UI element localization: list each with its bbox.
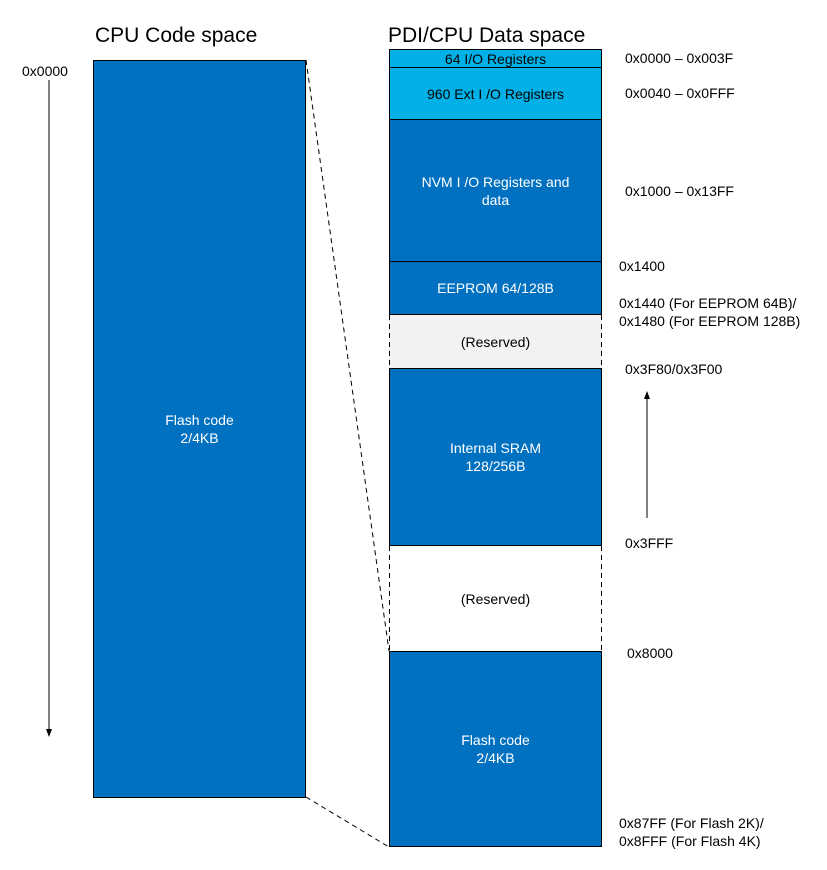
- eeprom-block: EEPROM 64/128B: [389, 261, 602, 315]
- sram-label-line1: Internal SRAM: [449, 440, 542, 456]
- data-space-title: PDI/CPU Data space: [388, 24, 586, 47]
- internal-sram-block: Internal SRAM 128/256B: [389, 368, 602, 546]
- data-flash-size: 2/4KB: [476, 750, 515, 766]
- eeprom-label: EEPROM 64/128B: [437, 280, 554, 296]
- address-nvm-registers: 0x1000 – 0x13FF: [625, 183, 734, 199]
- data-flash-block: Flash code 2/4KB: [389, 651, 602, 847]
- address-eeprom-end: 0x1440 (For EEPROM 64B)/ 0x1480 (For EEP…: [619, 294, 800, 330]
- code-start-address: 0x0000: [22, 63, 68, 79]
- io-registers-block: 64 I/O Registers: [389, 49, 602, 68]
- address-eeprom-end-line2: 0x1480 (For EEPROM 128B): [619, 313, 801, 329]
- reserved-label-2: (Reserved): [460, 591, 531, 607]
- ext-io-registers-label: 960 Ext I /O Registers: [427, 85, 564, 102]
- reserved-block-1: (Reserved): [389, 315, 602, 368]
- address-io-registers: 0x0000 – 0x003F: [625, 50, 734, 66]
- nvm-io-registers-block: NVM I /O Registers and data: [389, 119, 602, 262]
- sram-label-line2: 128/256B: [465, 458, 526, 474]
- address-flash-end-line2: 0x8FFF (For Flash 4K): [619, 833, 761, 849]
- mapping-line-top: [305, 59, 390, 652]
- reserved-label-1: (Reserved): [460, 333, 531, 350]
- nvm-label-line1: NVM I /O Registers and: [421, 173, 570, 190]
- address-sram-end: 0x3FFF: [625, 535, 674, 551]
- data-flash-label: Flash code: [461, 732, 530, 748]
- reserved-block-2: (Reserved): [389, 546, 602, 652]
- nvm-label-line2: data: [481, 191, 510, 208]
- address-flash-end-line1: 0x87FF (For Flash 2K)/: [619, 815, 764, 831]
- address-ext-io-registers: 0x0040 – 0x0FFF: [625, 85, 735, 101]
- address-sram-start: 0x3F80/0x3F00: [625, 361, 723, 377]
- io-registers-label: 64 I/O Registers: [444, 50, 547, 67]
- code-flash-block: Flash code 2/4KB: [93, 60, 306, 798]
- code-flash-label: Flash code: [165, 412, 234, 428]
- mapping-line-bottom: [305, 796, 390, 848]
- code-flash-size: 2/4KB: [180, 430, 219, 446]
- address-flash-end: 0x87FF (For Flash 2K)/ 0x8FFF (For Flash…: [619, 814, 764, 850]
- address-eeprom-end-line1: 0x1440 (For EEPROM 64B)/: [619, 295, 797, 311]
- ext-io-registers-block: 960 Ext I /O Registers: [389, 67, 602, 120]
- address-flash-start: 0x8000: [627, 645, 673, 661]
- code-space-title: CPU Code space: [95, 24, 258, 47]
- address-eeprom-start: 0x1400: [619, 258, 665, 274]
